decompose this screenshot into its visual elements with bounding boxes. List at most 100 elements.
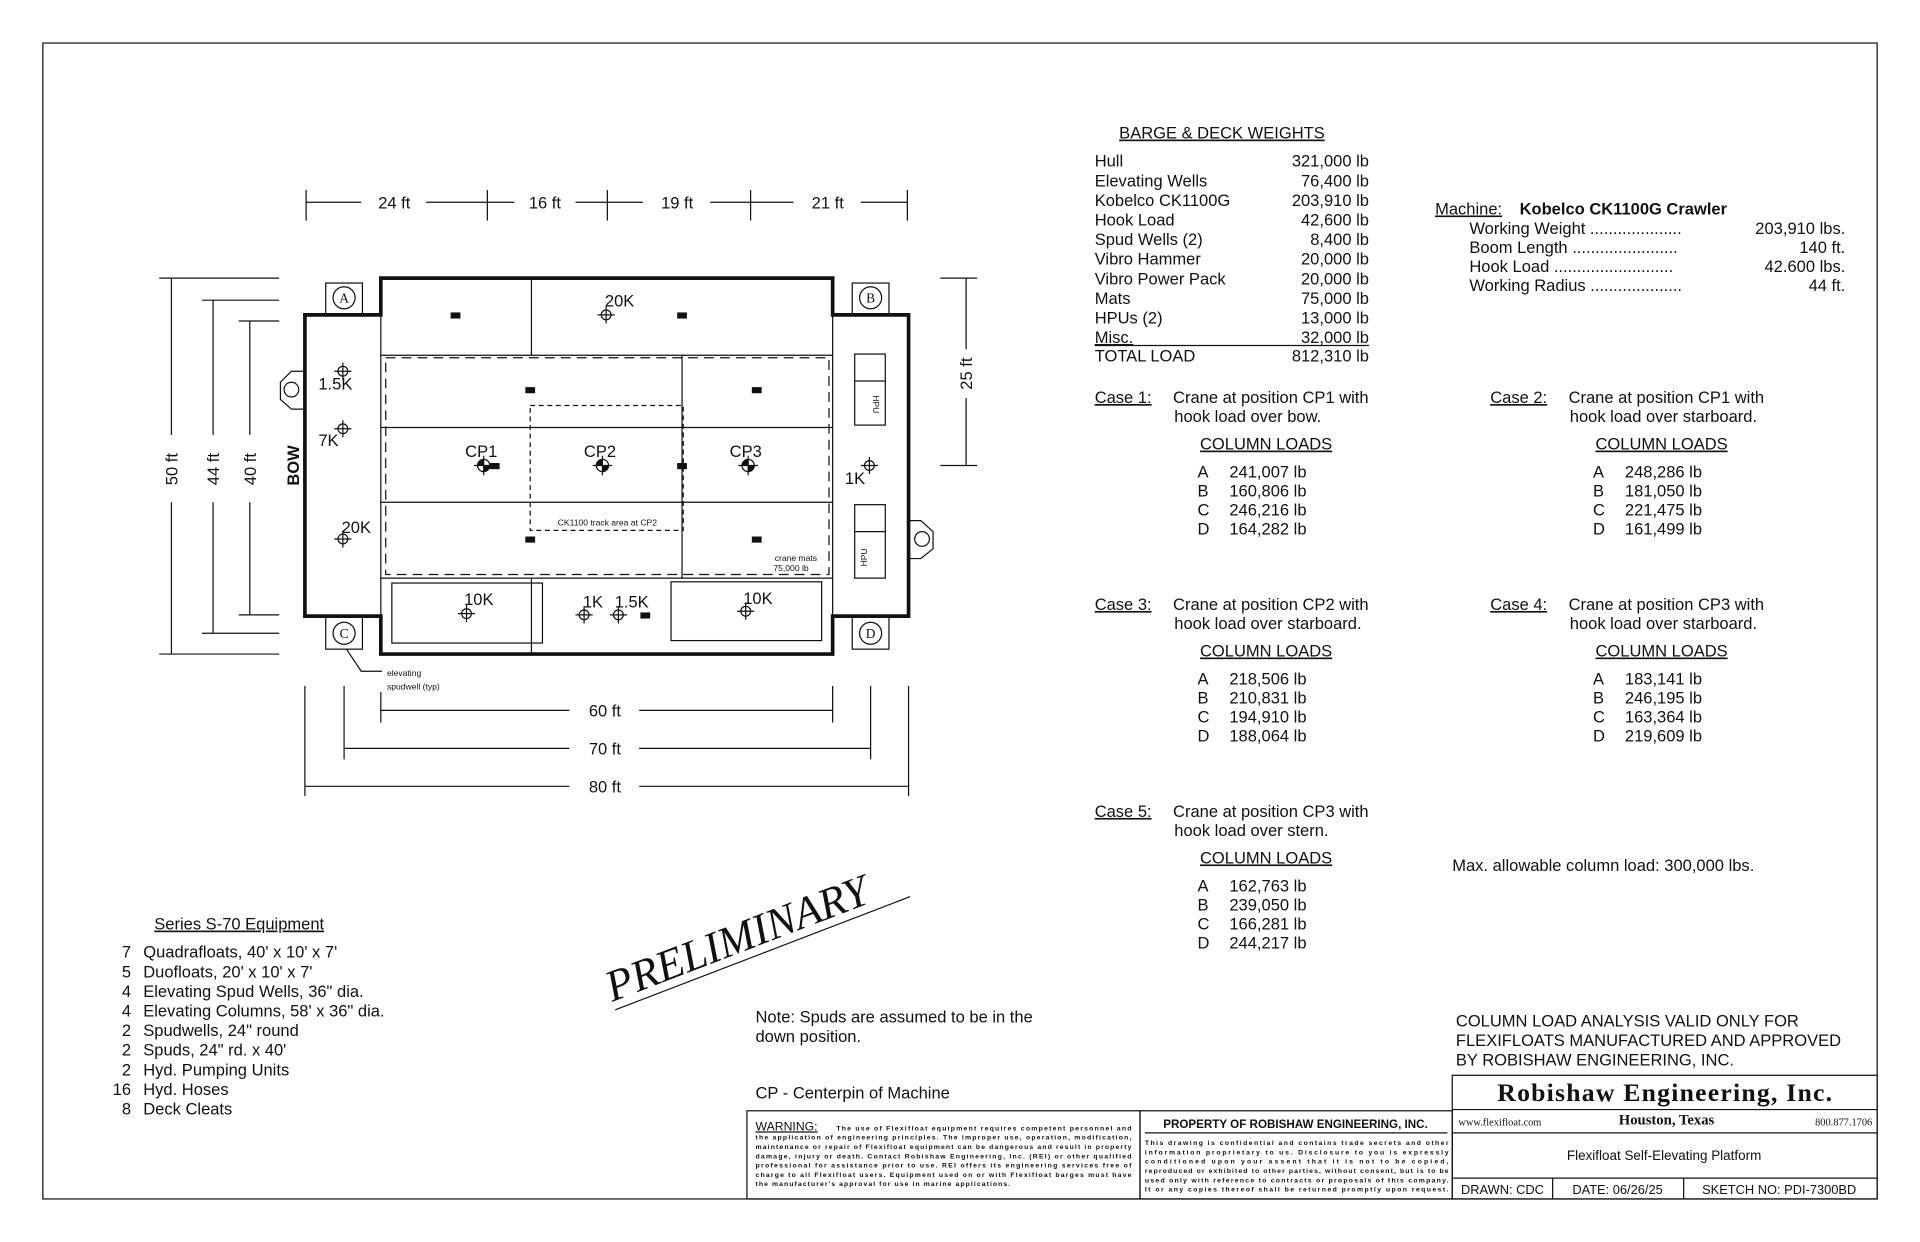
preliminary-text: PRELIMINARY: [597, 864, 880, 1011]
warning-text: the manufacturer's approval for use in m…: [756, 1181, 1011, 1188]
column-load: 246,216 lb: [1229, 501, 1306, 520]
column-loads-header: COLUMN LOADS: [1596, 435, 1728, 454]
machine-spec-value: 44 ft.: [1809, 276, 1846, 295]
column-load: 161,499 lb: [1625, 520, 1702, 539]
dim-bottom-60: 60 ft: [589, 702, 622, 721]
load-point-label: 20K: [605, 291, 634, 310]
note-cp: CP - Centerpin of Machine: [756, 1084, 950, 1103]
dim-left-44: 44 ft: [204, 453, 223, 486]
equipment-qty: 4: [122, 1002, 131, 1021]
dim-top-4: 21 ft: [812, 193, 845, 212]
column-id: D: [1198, 934, 1210, 953]
hpu-upper: HPU: [854, 353, 886, 426]
column-load: 188,064 lb: [1229, 727, 1306, 746]
total-load-value: 812,310 lb: [1292, 346, 1369, 365]
case-description: hook load over starboard.: [1570, 407, 1757, 426]
column-id: A: [1593, 670, 1604, 689]
column-id: C: [1593, 708, 1605, 727]
property-text: It or any copies thereof shall be return…: [1145, 1187, 1449, 1194]
equipment-desc: Hyd. Pumping Units: [143, 1060, 289, 1079]
preliminary-stamp: PRELIMINARY: [597, 864, 911, 1012]
column-id: D: [1198, 727, 1210, 746]
column-id: A: [1198, 670, 1209, 689]
load-point-marker: [457, 605, 476, 623]
column-id: D: [1593, 520, 1605, 539]
column-id: C: [1198, 501, 1210, 520]
column-load: 218,506 lb: [1229, 670, 1306, 689]
equipment-qty: 7: [122, 943, 131, 962]
equipment-desc: Spudwells, 24" round: [143, 1021, 299, 1040]
right-dimension: 25 ft: [940, 277, 978, 467]
column-load: 248,286 lb: [1625, 463, 1702, 482]
column-id: B: [1593, 482, 1604, 501]
load-point-label: 20K: [342, 518, 371, 537]
svg-text:B: B: [866, 291, 875, 306]
load-point-label: 1K: [845, 469, 865, 488]
case-label: Case 5:: [1095, 802, 1152, 821]
column-id: A: [1593, 463, 1604, 482]
drawing-description: Flexifloat Self-Elevating Platform: [1567, 1148, 1761, 1163]
equipment-qty: 5: [122, 962, 131, 981]
column-load: 162,763 lb: [1229, 877, 1306, 896]
machine-name: Kobelco CK1100G Crawler: [1520, 199, 1728, 218]
weight-value: 13,000 lb: [1301, 308, 1369, 327]
weight-value: 20,000 lb: [1301, 269, 1369, 288]
dim-right-25: 25 ft: [957, 357, 976, 390]
equipment-desc: Spuds, 24" rd. x 40': [143, 1041, 286, 1060]
note-spuds-2: down position.: [756, 1027, 862, 1046]
column-id: B: [1593, 689, 1604, 708]
column-load: 219,609 lb: [1625, 727, 1702, 746]
column-load: 181,050 lb: [1625, 482, 1702, 501]
machine-specs: Machine: Kobelco CK1100G Crawler Working…: [1435, 199, 1845, 295]
machine-spec-value: 42.600 lbs.: [1764, 257, 1845, 276]
column-loads-header: COLUMN LOADS: [1596, 642, 1728, 661]
weight-value: 321,000 lb: [1292, 152, 1369, 171]
column-id: B: [1198, 689, 1209, 708]
column-load: 246,195 lb: [1625, 689, 1702, 708]
validity-1: COLUMN LOAD ANALYSIS VALID ONLY FOR: [1456, 1011, 1799, 1030]
dim-left-50: 50 ft: [163, 453, 182, 486]
dim-bottom-80: 80 ft: [589, 777, 622, 796]
dim-left-40: 40 ft: [241, 453, 260, 486]
case-description: Crane at position CP2 with: [1173, 595, 1369, 614]
case-description: hook load over starboard.: [1174, 614, 1361, 633]
equipment-qty: 8: [122, 1099, 131, 1118]
weight-value: 203,910 lb: [1292, 191, 1369, 210]
weight-label: Hull: [1095, 152, 1123, 171]
machine-label: Machine:: [1435, 199, 1502, 218]
left-dimensions: 50 ft 44 ft 40 ft: [159, 277, 280, 655]
load-point-marker: [334, 362, 352, 380]
svg-text:D: D: [866, 626, 876, 641]
note-spuds-1: Note: Spuds are assumed to be in the: [756, 1008, 1033, 1027]
column-loads-header: COLUMN LOADS: [1200, 642, 1332, 661]
case-description: hook load over starboard.: [1570, 614, 1757, 633]
column-load: 183,141 lb: [1625, 670, 1702, 689]
property-text: used only with reference to contracts or…: [1145, 1177, 1449, 1184]
column-id: B: [1198, 482, 1209, 501]
equipment-qty: 2: [122, 1060, 131, 1079]
weight-label: Misc.: [1095, 328, 1134, 347]
load-point-label: 1.5K: [615, 593, 649, 612]
validity-2: FLEXIFLOATS MANUFACTURED AND APPROVED: [1456, 1031, 1841, 1050]
company-name: Robishaw Engineering, Inc.: [1497, 1078, 1833, 1107]
weight-value: 42,600 lb: [1301, 210, 1369, 229]
drawing-date: DATE: 06/26/25: [1572, 1182, 1662, 1197]
centerpin-marker: [473, 455, 494, 476]
column-load: 239,050 lb: [1229, 896, 1306, 915]
property-text: conditioned upon your assent that it is …: [1145, 1159, 1449, 1166]
weight-label: Spud Wells (2): [1095, 230, 1203, 249]
column-load: 166,281 lb: [1229, 915, 1306, 934]
property-title: PROPERTY OF ROBISHAW ENGINEERING, INC.: [1163, 1118, 1428, 1131]
dim-top-2: 16 ft: [529, 193, 562, 212]
load-point-marker: [334, 530, 352, 548]
load-point-marker: [597, 306, 615, 324]
warning-text: professional for assistance prior to use…: [756, 1163, 1133, 1170]
property-text: This drawing is confidential and contain…: [1145, 1140, 1449, 1147]
column-load: 244,217 lb: [1229, 934, 1306, 953]
dim-top-3: 19 ft: [661, 193, 694, 212]
hpu-lower: HPU: [854, 504, 886, 579]
